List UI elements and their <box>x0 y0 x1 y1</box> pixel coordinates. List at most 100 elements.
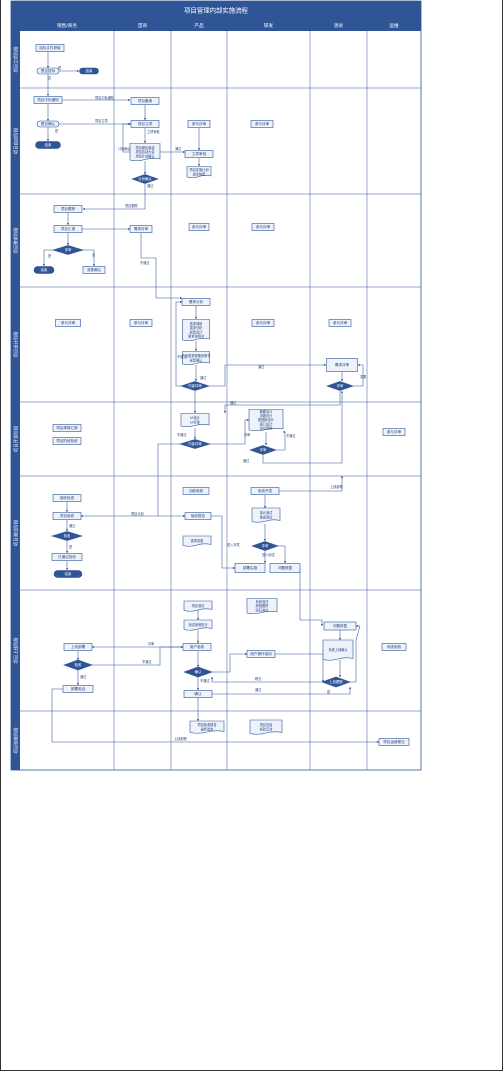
column-header: 首商 <box>138 22 148 29</box>
flow-node-n19: 参与评审 <box>251 223 275 231</box>
column-header-bar <box>11 19 421 31</box>
flow-node-n49: 已通过验收 <box>51 553 83 561</box>
flow-node-n30: 评审 <box>326 381 354 391</box>
flow-node-n2: 是否投标 <box>36 67 60 75</box>
flow-edge <box>223 391 341 414</box>
edge-label: 通过 <box>230 400 237 405</box>
flow-node-label: 项目备案 <box>138 98 153 103</box>
flow-node-n10: 参与评审 <box>250 120 274 128</box>
flow-node-label: 参与评审 <box>256 320 271 325</box>
flow-node-label: UI评审 <box>190 419 200 424</box>
flow-node-n21: 结束 <box>33 266 55 274</box>
column-headers: 销售/商务首商产品研发测试运维 <box>57 22 399 29</box>
flow-node-n39: 项目阶段验收 <box>52 437 82 445</box>
flow-node-n25: 参与评审 <box>129 319 153 327</box>
flow-node-n3: 结束 <box>79 67 99 75</box>
flow-node-label: 内部评审 <box>188 383 202 388</box>
flow-node-n43: 验收报告 <box>184 512 212 520</box>
edge-label: 是 <box>55 128 59 133</box>
flow-node-n33: 项目周报汇报 <box>52 424 82 432</box>
edge-label: 不通过 <box>177 432 187 437</box>
edge-label: 通过 <box>255 687 262 692</box>
flow-node-label: 项目阶段验收 <box>56 438 78 443</box>
flow-node-label: 项目测试 <box>192 603 206 608</box>
flow-edge <box>42 249 53 267</box>
flow-node-label: 单元测试 <box>260 510 274 515</box>
flow-node-label: 测试用例执行 <box>188 622 208 627</box>
flow-node-n8: 项目立项 <box>130 120 160 128</box>
flow-node-label: 最终验收 <box>201 726 215 731</box>
flow-node-label: 需求评审 <box>335 362 350 367</box>
edge-label: 否 <box>48 76 52 80</box>
flow-edge <box>212 652 248 673</box>
flow-node-label: 参与评审 <box>134 320 149 325</box>
flow-edge <box>276 430 286 451</box>
flow-edge <box>175 300 183 387</box>
flow-node-n62: 确认 <box>183 666 213 678</box>
edge-label: 计划确认 <box>118 146 132 151</box>
flow-node-label: 项目中标通知 <box>37 97 59 102</box>
edge-label: 上线部署 <box>330 484 344 489</box>
flow-node-n28: 参与评审 <box>251 319 275 327</box>
edge-label: 移交 <box>255 676 262 681</box>
flow-node-n51: 部署实施 <box>234 563 266 573</box>
flow-node-label: 参与评审 <box>255 121 270 126</box>
edge-labels: 是否项目中标通知是项目立项立项审批计划确认通过通过项目跟踪是否不通过通过通过变更… <box>48 65 367 741</box>
diagram-frame <box>10 0 422 771</box>
flow-node-n9: 参与评审 <box>187 120 211 128</box>
lane-label-strip <box>11 31 20 770</box>
lane-label: 项目开发阶段 <box>12 425 19 452</box>
flow-edge <box>140 233 183 300</box>
flow-node-n63: 上线跟踪 <box>321 676 351 688</box>
flow-node-n56: 问题修复 <box>323 621 357 631</box>
flow-edge <box>80 443 180 518</box>
flow-node-label: 参与评审 <box>192 224 207 229</box>
flow-node-label: 需求分析 <box>189 299 204 304</box>
edge-label: 项目中标通知 <box>95 95 114 100</box>
column-header: 测试 <box>334 22 344 29</box>
flow-node-label: 接口设计 <box>260 421 274 426</box>
flow-node-label: 需求调研 <box>190 321 204 326</box>
flow-edge <box>279 475 344 492</box>
edges <box>42 52 380 744</box>
flow-node-n31: 内部评审 <box>180 381 210 391</box>
flow-node-label: 结束 <box>65 571 72 576</box>
flow-node-label: 立项审批 <box>192 151 207 156</box>
edge-label: 不通过 <box>286 433 296 438</box>
flow-node-label: 详细设计 <box>260 413 274 418</box>
flow-node-label: 结束 <box>41 267 48 272</box>
grid-lines <box>11 19 421 770</box>
edge-label: 通过 <box>80 674 87 679</box>
flow-edge <box>353 363 364 387</box>
flow-node-label: 上线部署 <box>71 644 86 649</box>
flow-node-n58: 验收 <box>63 659 93 671</box>
flow-node-n66: 系统验收 <box>381 643 407 651</box>
flow-node-label: 参与评审 <box>61 320 76 325</box>
flow-node-label: 需求变更 <box>191 538 205 543</box>
flow-node-label: 验收 <box>75 662 82 667</box>
edge-label: 通过 <box>200 375 207 380</box>
flow-edge <box>51 688 380 744</box>
flow-node-n1: 招标文件获取 <box>35 44 65 52</box>
flow-edge <box>209 363 327 387</box>
flow-node-label: 概要设计 <box>260 409 274 414</box>
nodes: 招标文件获取是否投标结束项目中标通知是否确认结束项目备案项目立项参与评审参与评审… <box>33 44 410 746</box>
flow-node-n16: 项目汇报 <box>53 225 83 233</box>
flow-node-label: 项目计划确认 <box>135 153 155 158</box>
flow-node-label: 项目验收 <box>60 513 75 518</box>
flow-node-n50: 结束 <box>53 570 83 578</box>
flow-node-label: 确认 <box>195 669 202 674</box>
flow-node-label: 验收 <box>64 533 71 538</box>
flow-node-n20: 评审 <box>51 245 85 255</box>
flow-node-label: 数据库设计 <box>258 417 275 422</box>
lane-labels: 项目立项阶段项目启动阶段项目需求阶段项目设计阶段项目开发阶段项目测试阶段项目上线… <box>12 46 19 754</box>
flow-node-n44: 需求变更 <box>182 535 212 547</box>
flow-node-n15: 项目跟踪 <box>53 205 83 213</box>
flow-node-label: 招标文件获取 <box>39 45 61 50</box>
